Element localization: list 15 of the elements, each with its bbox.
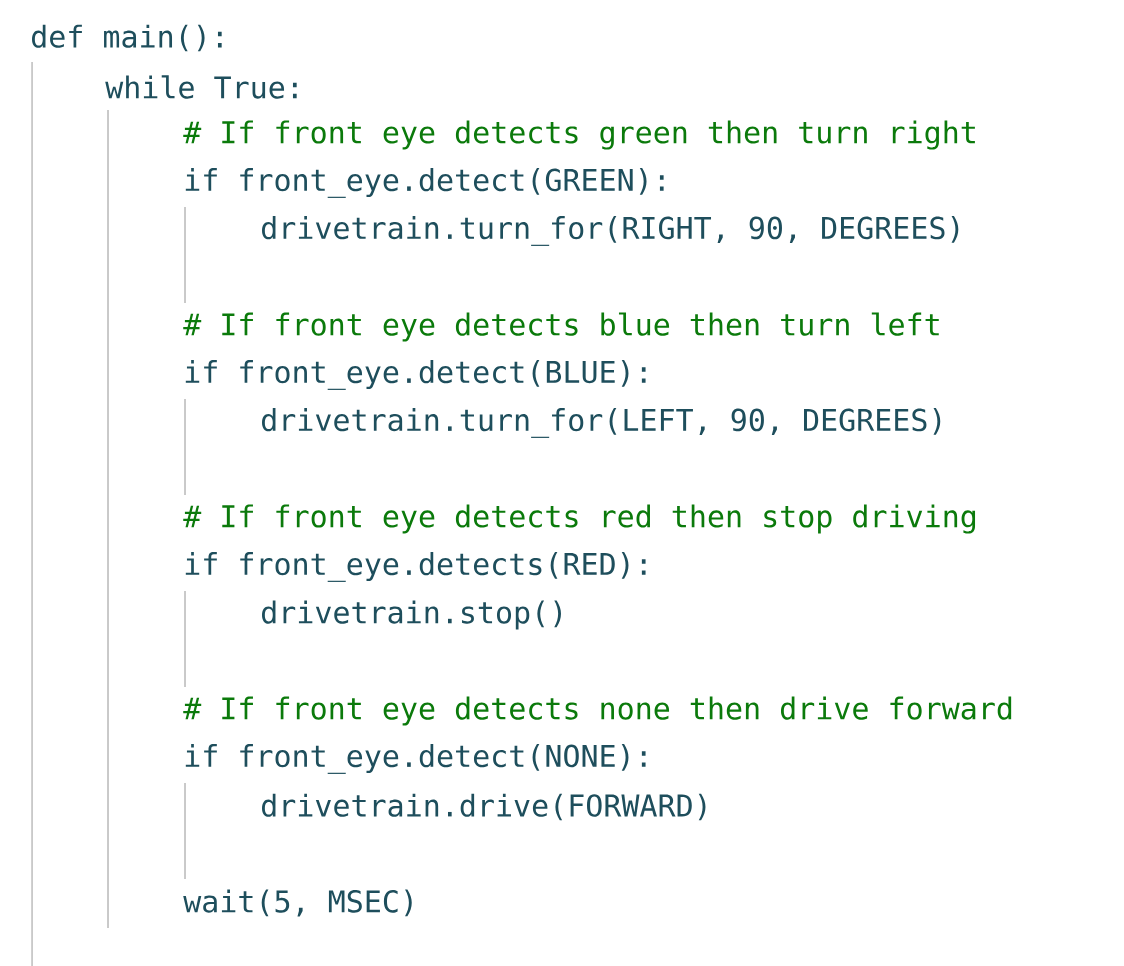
code-comment: # If front eye detects blue then turn left [183, 312, 939, 342]
code-line: if front_eye.detects(RED): [185, 552, 646, 582]
code-line: drivetrain.turn_for(RIGHT, 90, DEGREES) [262, 216, 959, 246]
code-line: drivetrain.drive(FORWARD) [262, 793, 706, 821]
code-line: def main(): [32, 24, 222, 52]
code-comment: # If front eye detects none then drive forward [183, 696, 1012, 726]
code-line: drivetrain.stop() [262, 600, 561, 630]
code-comment: # If front eye detects green then turn right [183, 120, 975, 150]
code-line: if front_eye.detect(NONE): [185, 744, 646, 774]
code-line: if front_eye.detect(BLUE): [185, 360, 646, 390]
code-comment: # If front eye detects red then stop driving [183, 504, 976, 534]
code-line: if front_eye.detect(GREEN): [185, 168, 664, 198]
code-line: while True: [105, 75, 297, 99]
code-line: drivetrain.turn_for(LEFT, 90, DEGREES) [262, 408, 941, 438]
code-line: wait(5, MSEC) [183, 889, 412, 917]
